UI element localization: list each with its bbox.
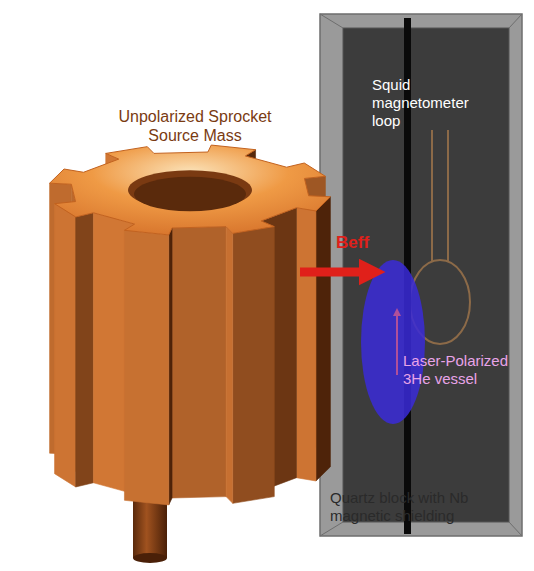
loop-lead bbox=[447, 130, 449, 262]
block-edge bbox=[320, 522, 343, 536]
sprocket-face bbox=[55, 204, 76, 487]
sprocket-top bbox=[50, 145, 331, 235]
sprocket-face bbox=[169, 228, 172, 505]
sprocket-face bbox=[296, 208, 316, 481]
sprocket-face bbox=[76, 213, 94, 487]
loop-lead bbox=[431, 130, 433, 262]
sprocket-face bbox=[316, 197, 330, 481]
part-label: Quartz block with Nb magnetic shielding bbox=[330, 489, 520, 525]
part-label: Squid magnetometer loop bbox=[372, 76, 490, 130]
block-edge bbox=[509, 522, 522, 536]
part-label: Unpolarized Sprocket Source Mass bbox=[100, 107, 290, 145]
shaft-end bbox=[133, 553, 167, 563]
sprocket bbox=[50, 145, 331, 505]
block-edge bbox=[509, 14, 522, 28]
spin-arrow bbox=[396, 312, 398, 375]
field-arrow bbox=[300, 268, 372, 277]
sprocket-bore-inner bbox=[134, 177, 246, 212]
he3-vessel bbox=[361, 260, 425, 424]
sprocket-face bbox=[226, 227, 233, 504]
part-label: Laser-Polarized 3He vessel bbox=[403, 352, 519, 388]
sprocket-face bbox=[172, 227, 226, 498]
field-label: Beff bbox=[336, 233, 386, 253]
sprocket-face bbox=[124, 230, 168, 505]
block-edge bbox=[320, 14, 343, 28]
sprocket-face bbox=[233, 227, 275, 504]
